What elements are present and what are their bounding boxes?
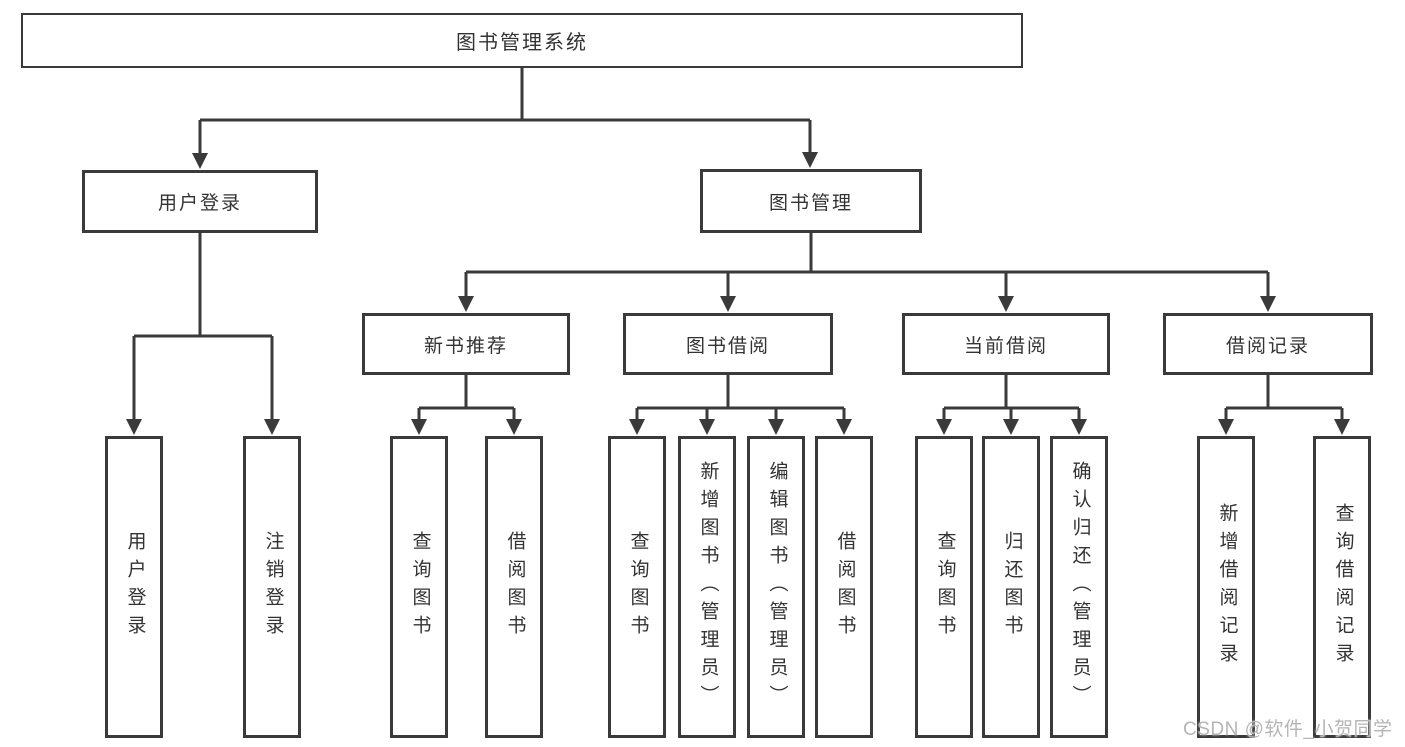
- leaf-add-book-admin: 新增图书（管理员）: [678, 436, 736, 738]
- node-book-management-system: 图书管理系统: [21, 13, 1023, 68]
- leaf-edit-book-admin: 编辑图书（管理员）: [747, 436, 805, 738]
- leaf-query-books-recommend: 查询图书: [390, 436, 448, 738]
- leaf-query-books-borrowing: 查询图书: [608, 436, 666, 738]
- node-book-management: 图书管理: [700, 169, 922, 233]
- leaf-return-books: 归还图书: [982, 436, 1040, 738]
- leaf-query-borrow-record: 查询借阅记录: [1313, 436, 1371, 738]
- node-borrowing-records: 借阅记录: [1163, 313, 1373, 375]
- leaf-logout: 注销登录: [243, 436, 301, 738]
- leaf-user-login: 用户登录: [105, 436, 163, 738]
- node-current-borrowing: 当前借阅: [902, 313, 1110, 375]
- node-new-book-recommend: 新书推荐: [362, 313, 570, 375]
- leaf-borrow-books-recommend: 借阅图书: [485, 436, 543, 738]
- node-book-borrowing: 图书借阅: [623, 313, 833, 375]
- arrowheads: [126, 152, 1350, 435]
- leaf-confirm-return-admin: 确认归还（管理员）: [1050, 436, 1108, 738]
- node-user-login: 用户登录: [82, 170, 318, 233]
- watermark: CSDN @软件_小贺同学: [1183, 719, 1393, 740]
- leaf-query-books-current: 查询图书: [915, 436, 973, 738]
- leaf-add-borrow-record: 新增借阅记录: [1197, 436, 1255, 738]
- leaf-borrow-books-borrowing: 借阅图书: [815, 436, 873, 738]
